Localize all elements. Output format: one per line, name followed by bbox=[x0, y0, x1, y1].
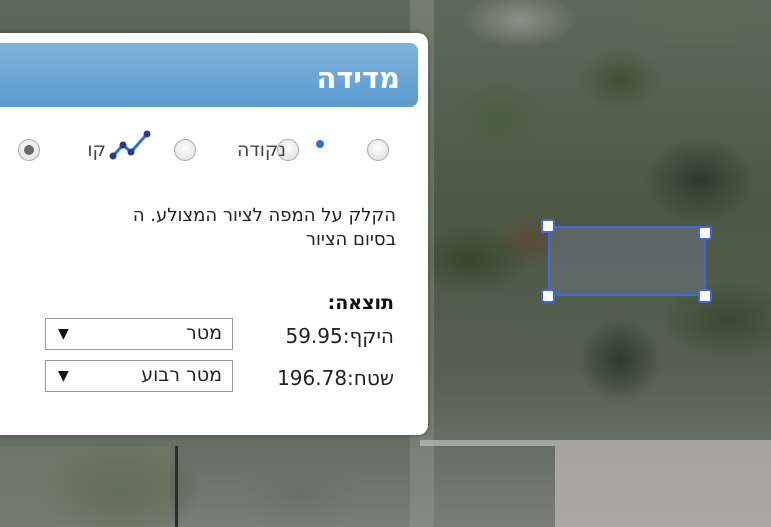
mode-label-line: קו bbox=[87, 139, 106, 161]
mode-radio-line[interactable] bbox=[174, 139, 196, 161]
perimeter-unit-value: מטר bbox=[186, 322, 222, 344]
perimeter-row: היקף:59.95 bbox=[285, 324, 394, 348]
dropdown-arrow-icon: ▼ bbox=[58, 368, 69, 384]
drawn-polygon[interactable] bbox=[548, 226, 706, 296]
area-unit-value: מטר רבוע bbox=[141, 364, 222, 386]
measure-panel: מדידה נקודה קו הקלק על המפה לציור המצולע… bbox=[0, 33, 428, 435]
panel-title: מדידה bbox=[316, 61, 400, 95]
map-building bbox=[555, 446, 771, 527]
dropdown-arrow-icon: ▼ bbox=[58, 326, 69, 342]
area-row: שטח:196.78 bbox=[277, 366, 394, 390]
map-field bbox=[0, 446, 170, 527]
mode-radio-polygon-selected[interactable] bbox=[18, 139, 40, 161]
instruction-line-1: הקלק על המפה לציור המצולע. ה bbox=[132, 205, 396, 226]
point-icon bbox=[316, 140, 324, 148]
area-unit-select[interactable]: מטר רבוע ▼ bbox=[45, 360, 233, 392]
panel-header: מדידה bbox=[0, 43, 418, 107]
area-value: 196.78 bbox=[277, 366, 348, 390]
polygon-vertex-handle[interactable] bbox=[541, 219, 555, 233]
map-road-horizontal bbox=[420, 440, 771, 446]
mode-radio-point[interactable] bbox=[277, 139, 299, 161]
polygon-vertex-handle[interactable] bbox=[698, 289, 712, 303]
polygon-vertex-handle[interactable] bbox=[541, 289, 555, 303]
line-icon bbox=[109, 130, 151, 160]
mode-radio-polygon[interactable] bbox=[367, 139, 389, 161]
mode-label-point: נקודה bbox=[236, 139, 286, 161]
perimeter-unit-select[interactable]: מטר ▼ bbox=[45, 318, 233, 350]
map-fence bbox=[175, 446, 178, 527]
perimeter-label: היקף: bbox=[342, 324, 394, 348]
result-title: תוצאה: bbox=[327, 292, 394, 314]
area-label: שטח: bbox=[347, 366, 394, 390]
instruction-line-2: בסיום הציור bbox=[305, 229, 396, 250]
polygon-vertex-handle[interactable] bbox=[698, 226, 712, 240]
perimeter-value: 59.95 bbox=[285, 324, 343, 348]
